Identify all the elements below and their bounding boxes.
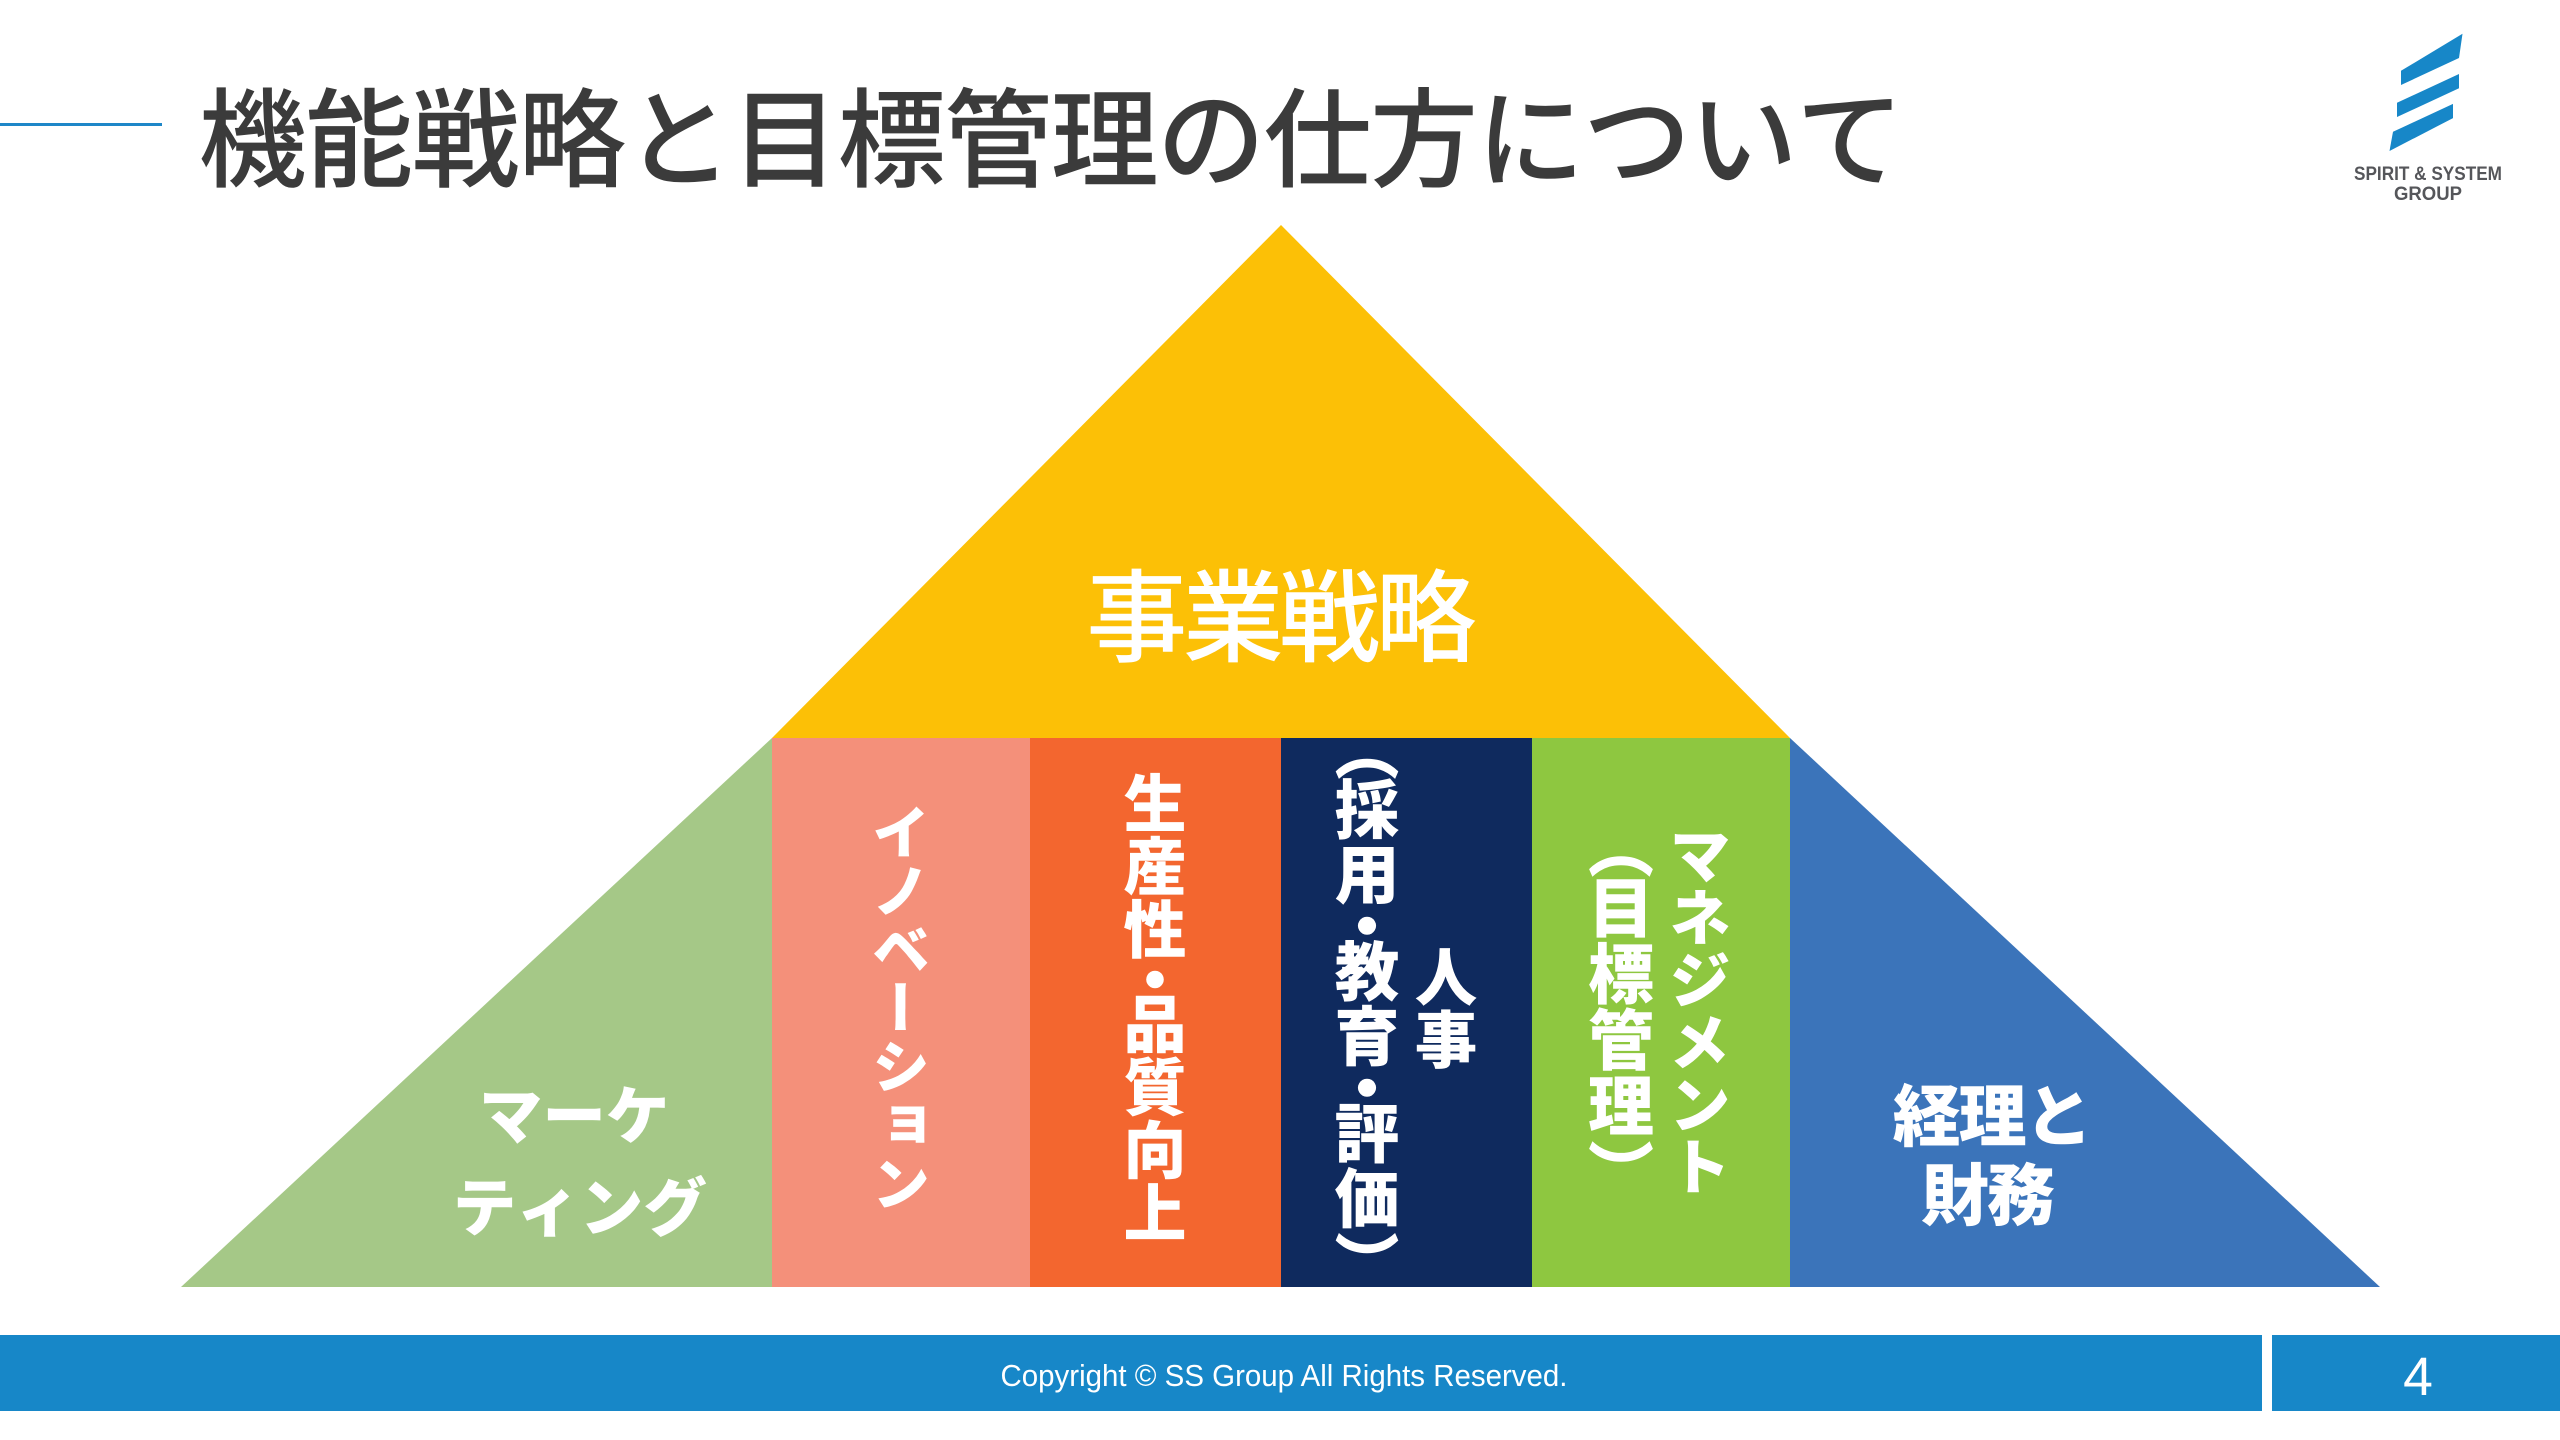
svg-text:4: 4 — [2403, 1348, 2433, 1407]
svg-text:Copyright © SS Group All Right: Copyright © SS Group All Rights Reserved… — [1001, 1358, 1568, 1393]
svg-text:SPIRIT & SYSTEM: SPIRIT & SYSTEM — [2354, 164, 2502, 185]
svg-text:GROUP: GROUP — [2394, 184, 2462, 205]
